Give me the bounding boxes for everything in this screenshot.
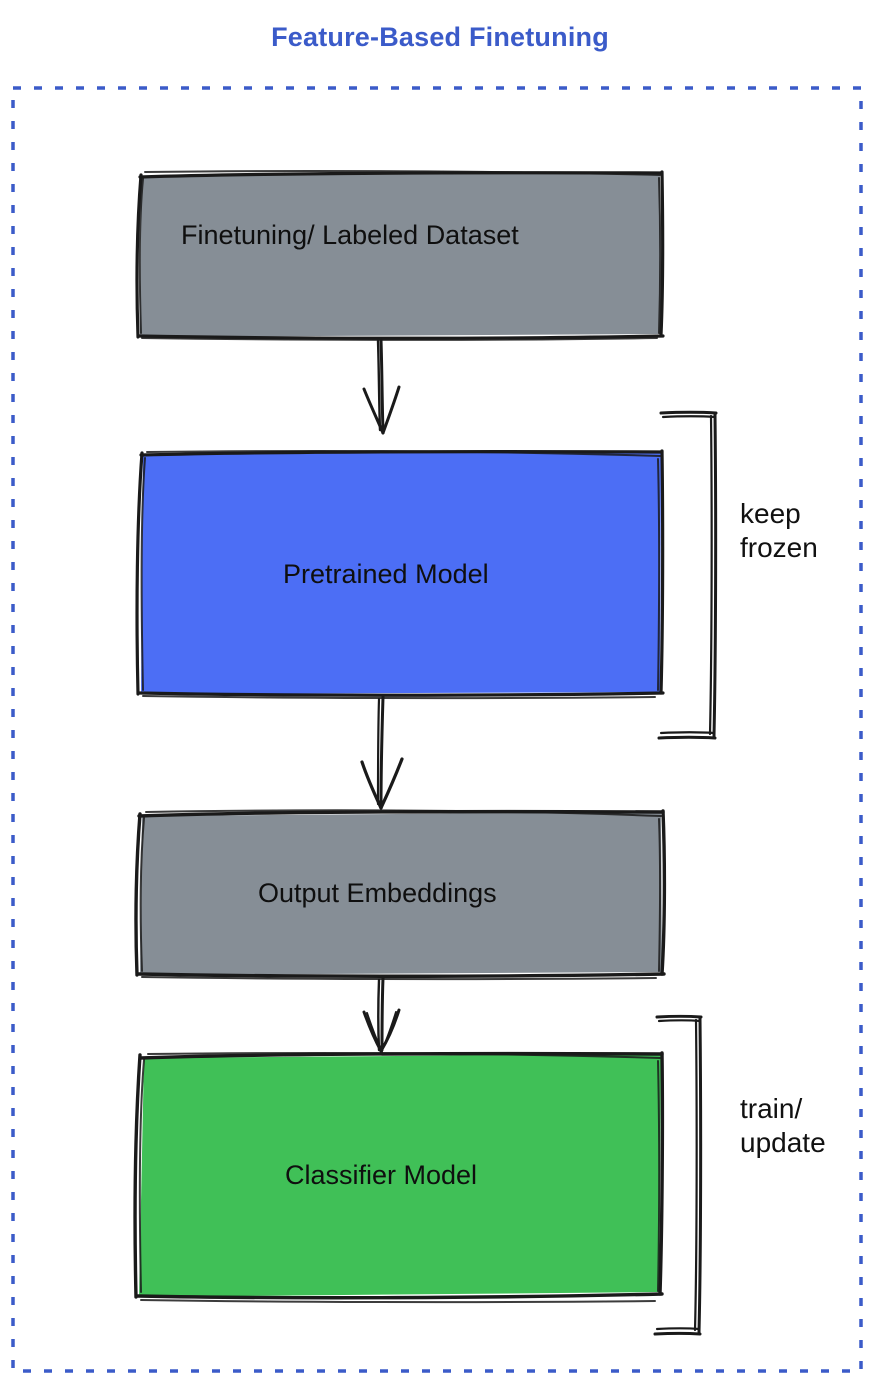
node-pretrained-outline-right	[659, 449, 665, 695]
node-dataset-sketch-pass	[138, 170, 662, 341]
node-embeddings-outline-bottom	[137, 972, 666, 978]
bracket-keep-frozen	[657, 410, 718, 740]
node-embeddings-fill	[140, 812, 662, 975]
node-classifier-outline-top	[139, 1051, 664, 1060]
node-embeddings-outline-right	[660, 809, 667, 976]
node-classifier[interactable]	[133, 1051, 665, 1304]
node-pretrained[interactable]	[135, 449, 665, 700]
arrow-dataset-to-pretrained	[362, 338, 401, 435]
node-pretrained-outline-bottom	[138, 691, 665, 697]
node-embeddings-outline-left	[134, 812, 142, 977]
page-title: Feature-Based Finetuning	[271, 22, 609, 52]
node-label-embeddings: Output Embeddings	[258, 878, 497, 908]
node-pretrained-outline-left	[135, 451, 144, 696]
node-classifier-fill	[139, 1054, 661, 1297]
annotation-keep-frozen: keep frozen	[740, 498, 818, 564]
bracket-train-update	[653, 1014, 703, 1336]
annotation-train-update: train/ update	[740, 1093, 826, 1159]
node-dataset-outline-2	[659, 170, 665, 337]
node-label-dataset: Finetuning/ Labeled Dataset	[181, 220, 519, 250]
node-dataset-fill	[140, 173, 661, 337]
node-dataset-outline-3	[137, 334, 665, 340]
node-dataset[interactable]	[135, 170, 665, 341]
dashed-frame	[11, 86, 863, 1373]
node-embeddings-outline-top	[137, 809, 665, 818]
node-pretrained-fill	[141, 452, 661, 694]
node-classifier-outline-right	[658, 1051, 665, 1296]
arrow-embeddings-to-classifier	[362, 976, 401, 1053]
arrow-pretrained-to-embeddings	[360, 695, 404, 810]
node-label-pretrained: Pretrained Model	[283, 559, 489, 589]
node-classifier-outline-left	[133, 1053, 142, 1299]
node-pretrained-sketch-pass	[140, 450, 661, 700]
node-embeddings[interactable]	[134, 809, 667, 981]
node-embeddings-sketch-pass	[139, 809, 662, 981]
node-classifier-outline-bottom	[136, 1292, 664, 1300]
node-classifier-sketch-pass	[138, 1052, 661, 1304]
node-label-classifier: Classifier Model	[285, 1160, 478, 1190]
node-dataset-outline-4	[135, 173, 143, 339]
